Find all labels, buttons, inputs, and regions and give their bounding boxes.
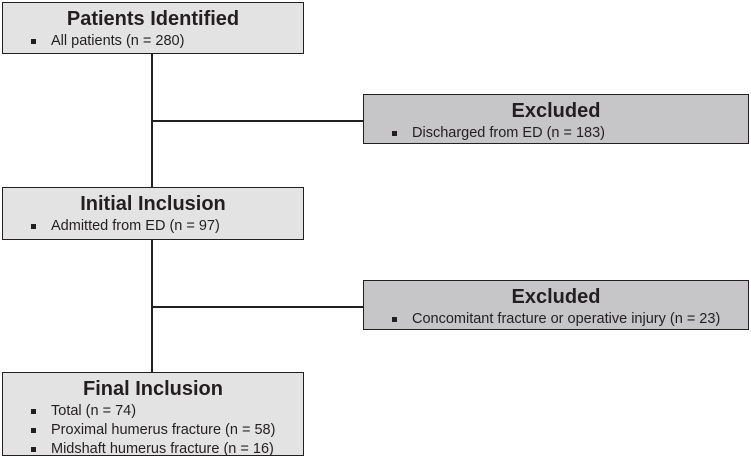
list-item: Total (n = 74) <box>31 402 303 421</box>
list-item: Discharged from ED (n = 183) <box>392 124 748 143</box>
list-item: All patients (n = 280) <box>31 32 303 51</box>
list-item: Midshaft humerus fracture (n = 16) <box>31 440 303 459</box>
box-final-inclusion: Final Inclusion Total (n = 74) Proximal … <box>2 372 304 459</box>
item-list: Total (n = 74) Proximal humerus fracture… <box>3 402 303 459</box>
box-title: Excluded <box>511 286 601 308</box>
item-list: Concomitant fracture or operative injury… <box>364 310 748 329</box>
branch-2 <box>151 306 365 308</box>
list-item: Admitted from ED (n = 97) <box>31 217 303 236</box>
box-title: Patients Identified <box>66 8 240 30</box>
box-excluded-1: Excluded Discharged from ED (n = 183) <box>363 94 749 144</box>
list-item: Proximal humerus fracture (n = 58) <box>31 421 303 440</box>
box-title: Final Inclusion <box>82 378 223 400</box>
box-initial-inclusion: Initial Inclusion Admitted from ED (n = … <box>2 187 304 240</box>
branch-1 <box>151 120 365 122</box>
item-list: All patients (n = 280) <box>3 32 303 51</box>
box-title: Initial Inclusion <box>80 193 226 215</box>
item-list: Admitted from ED (n = 97) <box>3 217 303 236</box>
list-item: Concomitant fracture or operative injury… <box>392 310 748 329</box>
box-excluded-2: Excluded Concomitant fracture or operati… <box>363 280 749 330</box>
item-list: Discharged from ED (n = 183) <box>364 124 748 143</box>
box-patients-identified: Patients Identified All patients (n = 28… <box>2 2 304 54</box>
box-title: Excluded <box>511 100 601 122</box>
